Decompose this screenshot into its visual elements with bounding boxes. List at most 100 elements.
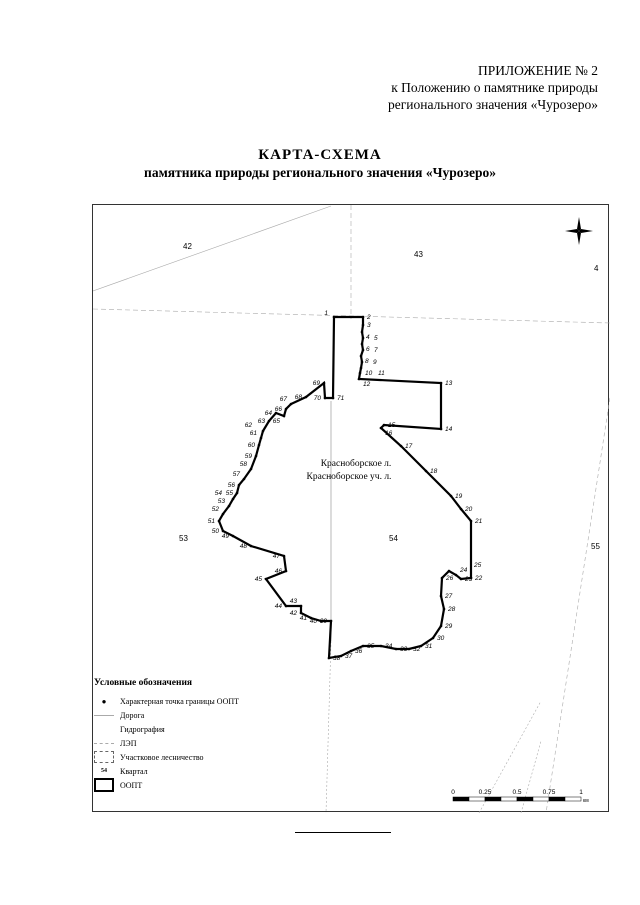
point-label: 39 xyxy=(320,618,328,625)
scale-tick-label: 0.25 xyxy=(479,789,492,796)
point-label: 21 xyxy=(474,518,483,525)
quarter-label: 53 xyxy=(179,534,188,543)
boundary-point xyxy=(242,477,246,481)
scale-tick-label: 1 xyxy=(579,789,583,796)
point-label: 46 xyxy=(275,568,283,575)
point-label: 11 xyxy=(378,370,385,377)
point-label: 25 xyxy=(473,562,482,569)
boundary-point xyxy=(440,576,444,580)
boundary-point xyxy=(349,649,353,653)
boundary-point xyxy=(254,454,258,458)
point-label: 67 xyxy=(280,396,288,403)
power-line-icon xyxy=(94,742,114,744)
map-subtitle: памятника природы регионального значения… xyxy=(144,165,496,180)
boundary-point xyxy=(399,444,403,448)
point-label: 69 xyxy=(313,380,321,387)
boundary-point xyxy=(361,348,365,352)
point-label: 28 xyxy=(447,606,456,613)
boundary-point xyxy=(442,607,446,611)
point-label: 5 xyxy=(374,335,378,342)
boundary-point xyxy=(439,381,443,385)
quarter-label: 43 xyxy=(414,250,423,259)
point-label: 32 xyxy=(413,646,421,653)
boundary-point xyxy=(454,573,458,577)
point-label: 3 xyxy=(367,322,371,329)
boundary-point xyxy=(249,467,253,471)
point-label: 51 xyxy=(208,518,216,525)
boundary-point xyxy=(361,323,365,327)
boundary-point xyxy=(379,644,383,648)
point-label: 4 xyxy=(366,334,370,341)
boundary-point xyxy=(282,554,286,558)
boundary-point xyxy=(361,336,365,340)
point-label: 37 xyxy=(345,653,353,660)
point-label: 24 xyxy=(459,567,468,574)
point-label: 22 xyxy=(474,575,483,582)
point-label: 63 xyxy=(258,418,266,425)
boundary-point xyxy=(469,519,473,523)
scale-segment xyxy=(500,796,518,802)
boundary-point xyxy=(394,647,398,651)
point-label: 13 xyxy=(445,380,453,387)
boundary-point xyxy=(358,371,362,375)
appendix-header: ПРИЛОЖЕНИЕ № 2 к Положению о памятнике п… xyxy=(388,63,598,112)
boundary-point xyxy=(284,604,288,608)
point-label: 8 xyxy=(365,358,369,365)
boundary-point xyxy=(299,604,303,608)
point-label: 50 xyxy=(212,528,220,535)
point-label: 10 xyxy=(365,370,373,377)
boundary-point xyxy=(237,483,241,487)
point-label: 19 xyxy=(455,493,463,500)
scale-segment xyxy=(548,796,566,802)
boundary-point xyxy=(361,315,365,319)
point-label: 7 xyxy=(374,347,378,354)
scale-segment xyxy=(452,796,470,802)
boundary-point xyxy=(327,656,331,660)
point-label: 27 xyxy=(444,593,453,600)
boundary-point xyxy=(289,402,293,406)
boundary-point xyxy=(332,315,336,319)
signature-line xyxy=(295,832,391,833)
boundary-point xyxy=(267,419,271,423)
point-label: 48 xyxy=(240,543,248,550)
point-label: 62 xyxy=(245,422,253,429)
point-label: 15 xyxy=(388,422,396,429)
point-label: 71 xyxy=(337,395,345,402)
boundary-point xyxy=(339,654,343,658)
forestry-district-label: Красноборское уч. л. xyxy=(307,471,392,482)
point-label: 40 xyxy=(310,618,318,625)
boundary-point xyxy=(284,407,288,411)
point-label: 29 xyxy=(444,623,453,630)
scale-segment xyxy=(532,796,550,802)
boundary-point xyxy=(359,366,363,370)
point-label: 54 xyxy=(215,490,223,497)
boundary-point xyxy=(329,619,333,623)
boundary-point xyxy=(323,396,327,400)
compass-rose-icon xyxy=(565,217,593,245)
scale-tick-label: 0.5 xyxy=(512,789,521,796)
point-label: 26 xyxy=(445,575,454,582)
boundary-point xyxy=(360,360,364,364)
point-label: 49 xyxy=(222,533,230,540)
point-label: 41 xyxy=(300,615,308,622)
boundary-point xyxy=(299,611,303,615)
boundary-point xyxy=(235,491,239,495)
point-label: 56 xyxy=(228,482,236,489)
boundary-point xyxy=(449,494,453,498)
point-label: 30 xyxy=(437,635,445,642)
boundary-point xyxy=(431,636,435,640)
point-label: 55 xyxy=(226,490,234,497)
point-label: 65 xyxy=(273,418,281,425)
boundary-point xyxy=(361,644,365,648)
boundary-point xyxy=(379,426,383,430)
point-label: 12 xyxy=(363,381,371,388)
forestry-label: Красноборское л. xyxy=(321,458,392,469)
boundary-point xyxy=(249,544,253,548)
boundary-point xyxy=(309,616,313,620)
scale-segment xyxy=(484,796,502,802)
point-label: 60 xyxy=(248,442,256,449)
boundary-point xyxy=(407,647,411,651)
point-label: 70 xyxy=(314,395,322,402)
point-label: 16 xyxy=(385,430,393,437)
